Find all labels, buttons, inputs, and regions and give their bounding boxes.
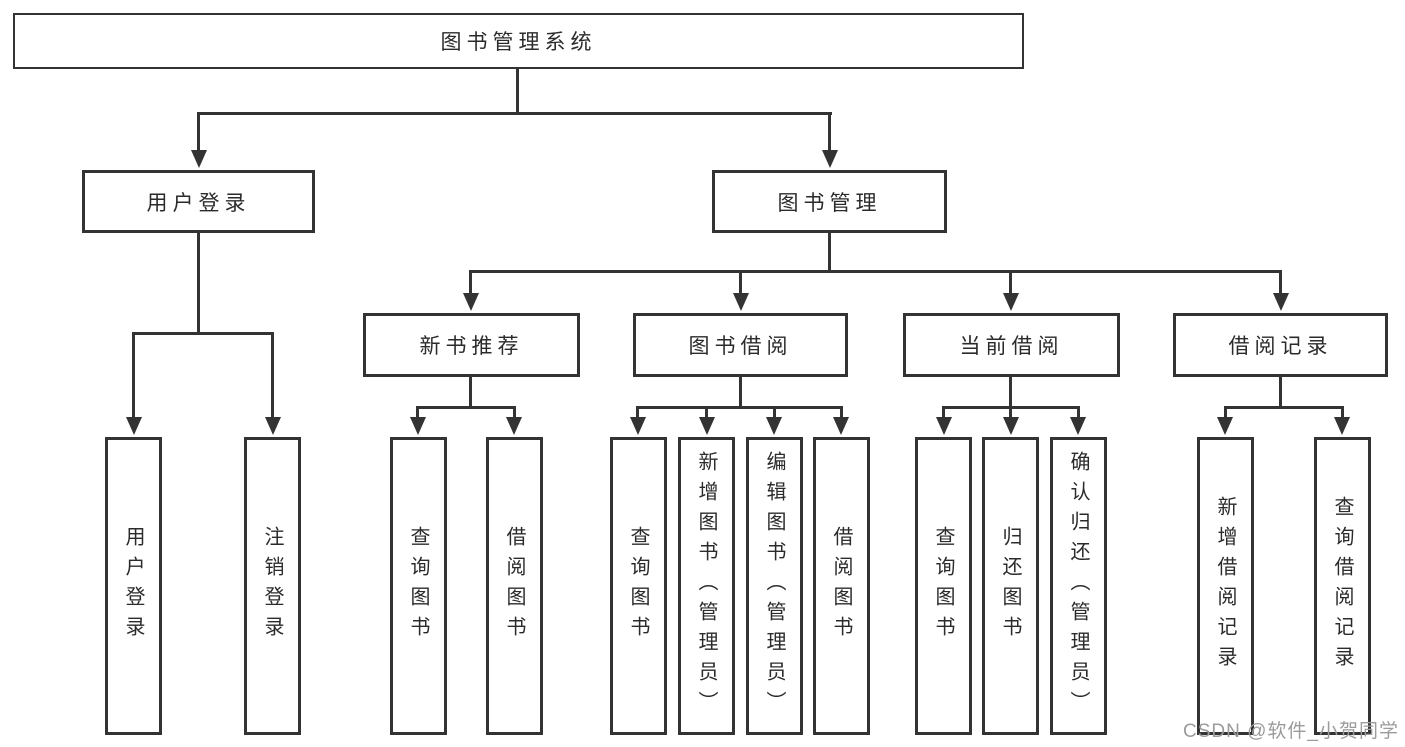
connector-line [840, 406, 843, 420]
leaf-add-borrow-record: 新增借阅记录 [1197, 437, 1254, 735]
arrow-down-icon [410, 417, 426, 435]
arrow-down-icon [822, 150, 838, 168]
connector-line [198, 112, 832, 115]
connector-line [1009, 406, 1012, 420]
node-current-borrowing: 当前借阅 [903, 313, 1120, 377]
connector-line [197, 233, 200, 335]
connector-line [197, 112, 200, 152]
arrow-down-icon [833, 417, 849, 435]
arrow-down-icon [506, 417, 522, 435]
connector-line [942, 406, 945, 420]
connector-line [636, 406, 639, 420]
connector-line [1077, 406, 1080, 420]
node-user-login-branch: 用户登录 [82, 170, 315, 233]
leaf-query-books-borrowing: 查询图书 [610, 437, 667, 735]
arrow-down-icon [733, 293, 749, 311]
connector-line [516, 69, 519, 115]
arrow-down-icon [126, 417, 142, 435]
leaf-edit-book-admin: 编辑图书（管理员） [746, 437, 803, 735]
connector-line [416, 406, 516, 409]
connector-line [469, 270, 472, 295]
arrow-down-icon [936, 417, 952, 435]
leaf-confirm-return-admin: 确认归还（管理员） [1050, 437, 1107, 735]
connector-line [1224, 406, 1344, 409]
node-book-borrowing: 图书借阅 [633, 313, 848, 377]
leaf-user-login: 用户登录 [105, 437, 162, 735]
connector-line [132, 332, 135, 419]
leaf-logout: 注销登录 [244, 437, 301, 735]
connector-line [739, 270, 742, 295]
leaf-query-books-recommend: 查询图书 [390, 437, 447, 735]
arrow-down-icon [463, 293, 479, 311]
arrow-down-icon [191, 150, 207, 168]
connector-line [1224, 406, 1227, 420]
arrow-down-icon [265, 417, 281, 435]
leaf-add-book-admin: 新增图书（管理员） [678, 437, 735, 735]
arrow-down-icon [1070, 417, 1086, 435]
arrow-down-icon [1273, 293, 1289, 311]
node-library-management-system: 图书管理系统 [13, 13, 1024, 69]
leaf-query-borrow-record: 查询借阅记录 [1314, 437, 1371, 735]
connector-line [1341, 406, 1344, 420]
connector-line [1279, 270, 1282, 295]
arrow-down-icon [1217, 417, 1233, 435]
arrow-down-icon [1003, 417, 1019, 435]
connector-line [705, 406, 708, 420]
leaf-return-book: 归还图书 [982, 437, 1039, 735]
leaf-query-books-current: 查询图书 [915, 437, 972, 735]
arrow-down-icon [630, 417, 646, 435]
arrow-down-icon [1334, 417, 1350, 435]
connector-line [828, 233, 831, 273]
connector-line [739, 377, 742, 409]
connector-line [773, 406, 776, 420]
leaf-borrow-books: 借阅图书 [813, 437, 870, 735]
connector-line [271, 332, 274, 419]
connector-line [1009, 270, 1012, 295]
connector-line [513, 406, 516, 420]
watermark-text: CSDN @软件_小贺同学 [1183, 721, 1399, 742]
arrow-down-icon [766, 417, 782, 435]
connector-line [1009, 377, 1012, 409]
node-new-book-recommendation: 新书推荐 [363, 313, 580, 377]
connector-line [636, 406, 843, 409]
node-book-management: 图书管理 [712, 170, 947, 233]
connector-line [132, 332, 274, 335]
connector-line [1279, 377, 1282, 409]
connector-line [469, 377, 472, 409]
leaf-borrow-books-recommend: 借阅图书 [486, 437, 543, 735]
connector-line [416, 406, 419, 420]
connector-line [828, 112, 831, 152]
connector-line [469, 270, 1282, 273]
arrow-down-icon [1003, 293, 1019, 311]
node-borrowing-records: 借阅记录 [1173, 313, 1388, 377]
arrow-down-icon [699, 417, 715, 435]
